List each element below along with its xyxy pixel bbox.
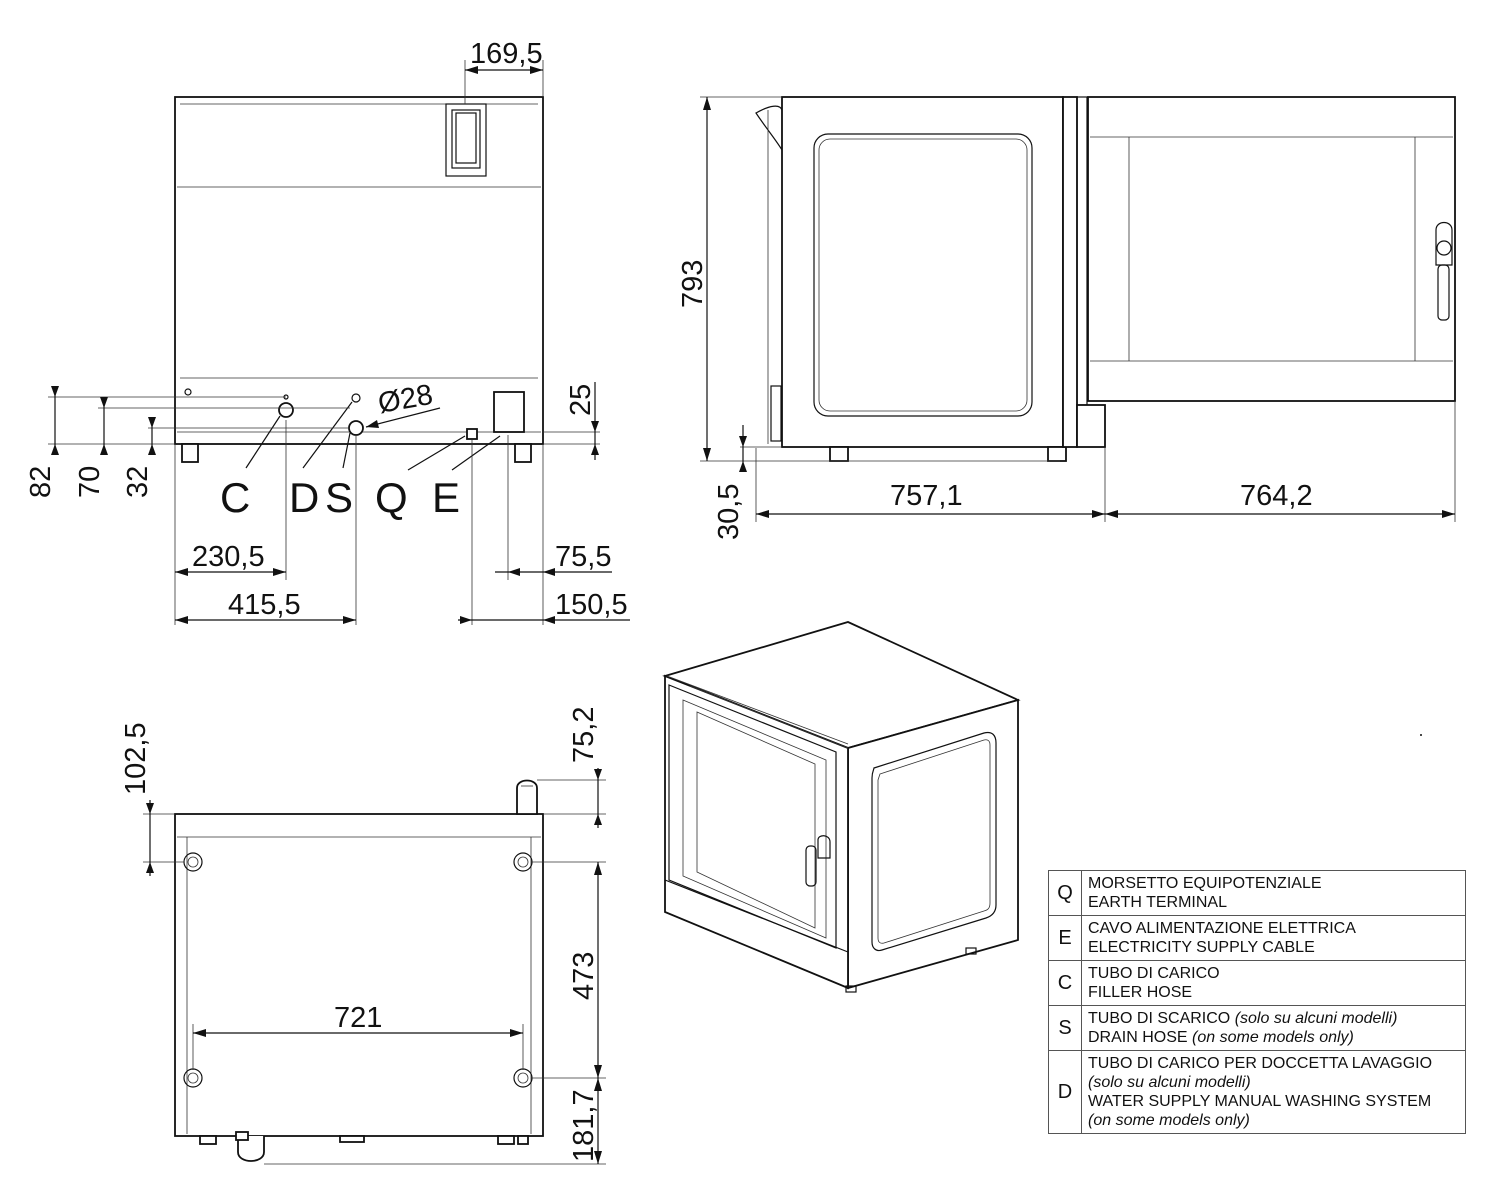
dim-230-5: 230,5 — [192, 541, 265, 573]
legend-line: ELECTRICITY SUPPLY CABLE — [1088, 939, 1315, 956]
rear-view: 169,5 82 70 32 25 Ø28 230,5 415,5 75,5 1… — [25, 38, 630, 625]
label-c: C — [220, 474, 250, 521]
legend-description: MORSETTO EQUIPOTENZIALE EARTH TERMINAL — [1081, 870, 1466, 916]
dim-150-5: 150,5 — [555, 589, 628, 621]
legend-line: FILLER HOSE — [1088, 984, 1193, 1001]
legend-line: MORSETTO EQUIPOTENZIALE — [1088, 875, 1322, 892]
top-view: 102,5 75,2 473 721 181,7 — [120, 707, 606, 1165]
legend-key: E — [1048, 915, 1082, 961]
dim-473: 473 — [568, 952, 600, 1000]
dim-793: 793 — [677, 260, 709, 308]
dim-721: 721 — [334, 1002, 382, 1034]
connection-d-fitting — [351, 393, 361, 403]
label-d: D — [289, 474, 319, 521]
dim-75-5: 75,5 — [555, 541, 611, 573]
legend-line: CAVO ALIMENTAZIONE ELETTRICA — [1088, 920, 1356, 937]
legend-key: S — [1048, 1005, 1082, 1051]
dim-757-1: 757,1 — [890, 480, 963, 512]
legend-description: TUBO DI CARICO FILLER HOSE — [1081, 960, 1466, 1006]
dim-169-5: 169,5 — [470, 38, 543, 70]
legend-line: EARTH TERMINAL — [1088, 894, 1227, 911]
dim-30-5: 30,5 — [713, 484, 745, 540]
legend-key: C — [1048, 960, 1082, 1006]
legend-row-e: E CAVO ALIMENTAZIONE ELETTRICA ELECTRICI… — [1048, 915, 1466, 961]
dim-75-2: 75,2 — [568, 707, 600, 763]
legend-line: DRAIN HOSE (on some models only) — [1088, 1029, 1354, 1046]
legend-line: TUBO DI SCARICO (solo su alcuni modelli) — [1088, 1010, 1398, 1027]
vent-chimney — [445, 103, 487, 177]
dim-181-7: 181,7 — [568, 1089, 600, 1162]
dim-25: 25 — [565, 384, 597, 416]
legend-key: D — [1048, 1050, 1082, 1134]
legend-row-d: D TUBO DI CARICO PER DOCCETTA LAVAGGIO (… — [1048, 1050, 1466, 1134]
dim-32: 32 — [122, 466, 154, 498]
legend-line: TUBO DI CARICO PER DOCCETTA LAVAGGIO — [1088, 1055, 1433, 1072]
legend-key: Q — [1048, 870, 1082, 916]
dim-415-5: 415,5 — [228, 589, 301, 621]
legend-line: WATER SUPPLY MANUAL WASHING SYSTEM — [1088, 1093, 1432, 1110]
legend-description: TUBO DI CARICO PER DOCCETTA LAVAGGIO (so… — [1081, 1050, 1466, 1134]
label-s: S — [325, 474, 353, 521]
dim-102-5: 102,5 — [120, 722, 152, 795]
legend-row-s: S TUBO DI SCARICO (solo su alcuni modell… — [1048, 1005, 1466, 1051]
connection-e-cable — [493, 391, 525, 433]
dim-82: 82 — [25, 466, 57, 498]
legend-row-q: Q MORSETTO EQUIPOTENZIALE EARTH TERMINAL — [1048, 870, 1466, 916]
legend-table: Q MORSETTO EQUIPOTENZIALE EARTH TERMINAL… — [1048, 870, 1466, 1134]
connection-s-fitting — [348, 420, 364, 436]
label-q: Q — [375, 474, 408, 521]
legend-line: TUBO DI CARICO — [1088, 965, 1220, 982]
isometric-view — [662, 621, 1422, 993]
connection-q-terminal — [466, 428, 478, 440]
door-handle — [1435, 221, 1453, 321]
legend-line: (on some models only) — [1088, 1112, 1250, 1129]
legend-description: TUBO DI SCARICO (solo su alcuni modelli)… — [1081, 1005, 1466, 1051]
legend-row-c: C TUBO DI CARICO FILLER HOSE — [1048, 960, 1466, 1006]
dim-70: 70 — [74, 466, 106, 498]
label-e: E — [432, 474, 460, 521]
dim-764-2: 764,2 — [1240, 480, 1313, 512]
legend-description: CAVO ALIMENTAZIONE ELETTRICA ELECTRICITY… — [1081, 915, 1466, 961]
legend-line: (solo su alcuni modelli) — [1088, 1074, 1251, 1091]
side-view: 793 30,5 757,1 764,2 — [677, 96, 1456, 540]
connection-c-fitting — [278, 402, 294, 418]
